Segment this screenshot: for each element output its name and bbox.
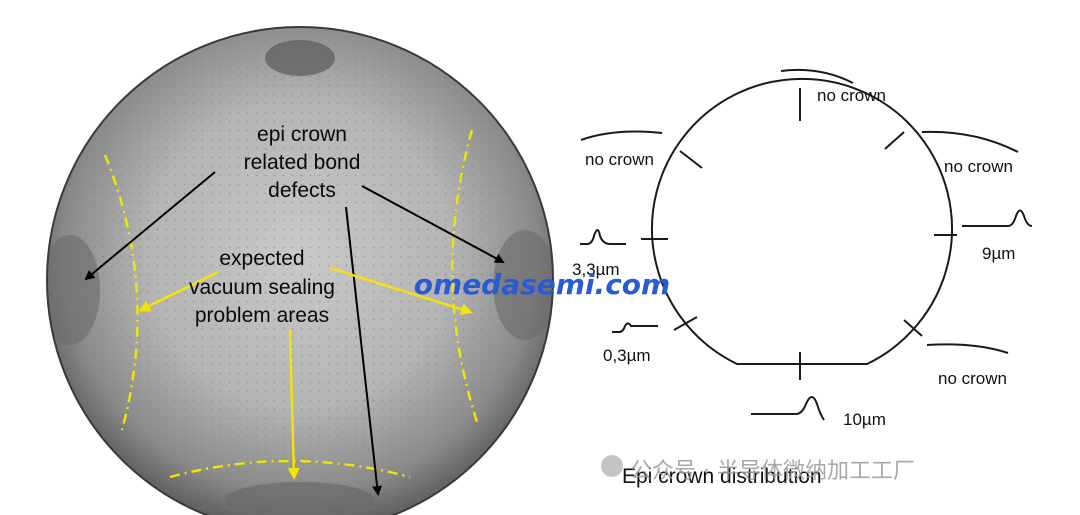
label-top-right: no crown [944,157,1013,176]
profile-top [780,68,854,84]
profile-right [962,209,1033,227]
arrow-bottom-defect [345,206,383,496]
bond-defects-line-3: defects [268,179,336,202]
tick-top-left [679,150,703,169]
wechat-watermark: 公众号 · 半导体微纳加工工厂 [601,455,915,484]
label-bond-defects: epi crown related bond defects [244,123,361,202]
vacuum-sealing-line-1: expected [219,247,304,270]
diagram-caption: Epi crown distribution [622,465,822,488]
profile-left [580,229,626,245]
label-bottom-right: no crown [938,369,1007,388]
wechat-watermark-text: 公众号 · 半导体微纳加工工厂 [630,459,915,484]
wechat-icon [601,455,623,477]
profile-top-left [580,130,663,141]
tick-bottom-right [903,319,923,337]
bond-defects-line-1: epi crown [257,123,347,146]
vacuum-sealing-arrows [138,266,473,480]
label-bottom-left: 0,3µm [603,346,651,365]
left-boundary [103,154,139,431]
tick-bottom-left [673,316,698,331]
vacuum-sealing-line-2: vacuum sealing [189,276,335,299]
arrow-right-defect [361,185,505,263]
vacuum-sealing-line-3: problem areas [195,304,329,327]
arrow-right-sealing [329,266,473,316]
vacuum-sealing-boundaries [103,129,480,479]
profile-bottom-right [926,343,1009,354]
crown-labels: no crown no crown no crown 3,3µm 9µm 0,3… [572,86,1015,429]
crown-schematic [580,68,1033,421]
label-vacuum-sealing: expected vacuum sealing problem areas [189,247,335,327]
label-top: no crown [817,86,886,105]
tick-top-right [884,131,905,150]
label-left: 3,3µm [572,260,620,279]
profile-bottom-left [612,322,658,333]
brand-watermark: omedasemi.com [414,268,670,301]
wafer-outline [651,77,953,365]
arrow-left-defect [84,171,216,281]
bond-defect-arrows [84,171,505,496]
bottom-boundary [169,459,411,479]
bond-defects-line-2: related bond [244,151,361,174]
label-right: 9µm [982,244,1015,263]
label-top-left: no crown [585,150,654,169]
wafer-image [46,26,554,515]
arrow-left-sealing [138,270,219,312]
label-bottom: 10µm [843,410,886,429]
profile-top-right [921,130,1019,153]
profile-bottom [751,396,825,421]
arrow-bottom-sealing [287,329,300,480]
